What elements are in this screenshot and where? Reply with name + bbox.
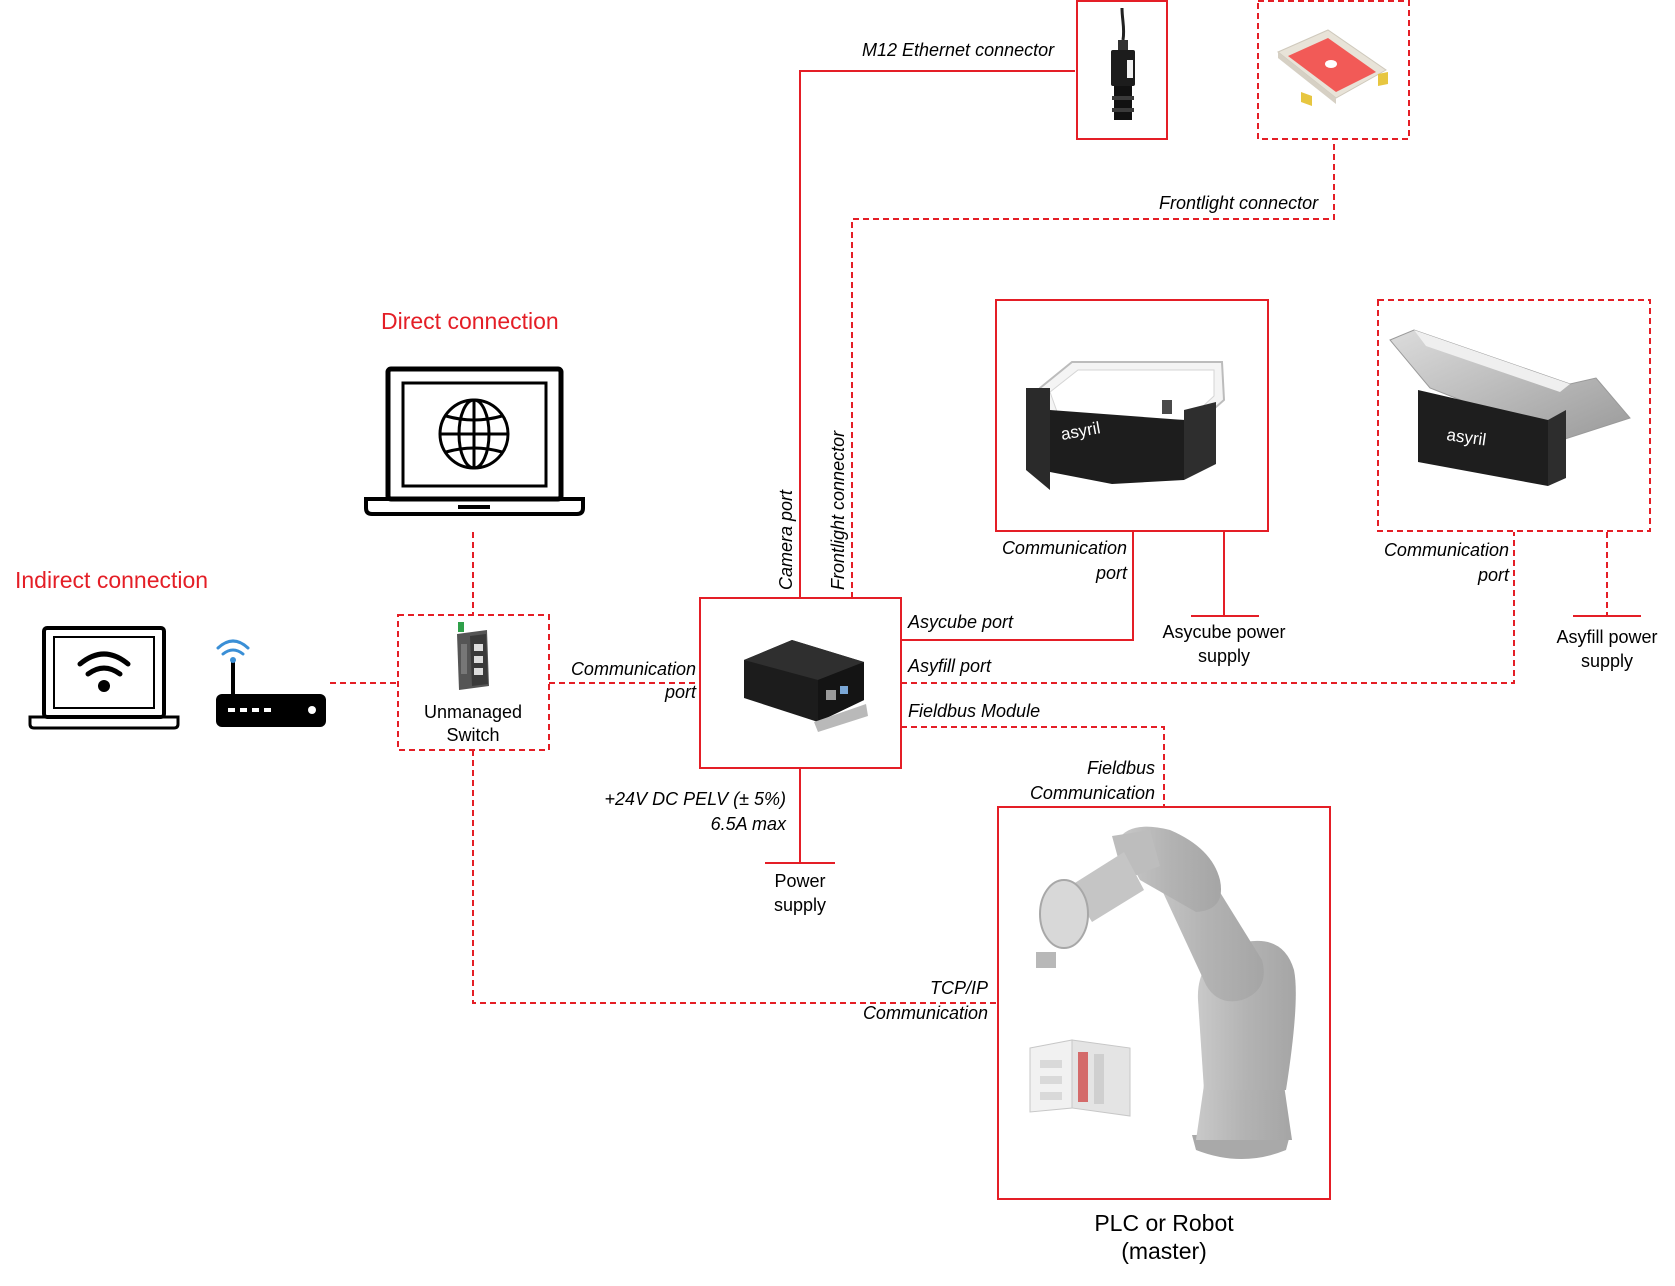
asycube-power-label-2: supply bbox=[1197, 646, 1251, 666]
asycube-line bbox=[901, 532, 1134, 641]
asycube-comm-port-label-1: Communication bbox=[1001, 538, 1127, 558]
frontlight-connector-vertical-label: Frontlight connector bbox=[828, 430, 848, 590]
asycube-port-label: Asycube port bbox=[908, 612, 1014, 632]
pelv-label-1: +24V DC PELV (± 5%) bbox=[604, 789, 786, 809]
plc-robot-label-2: (master) bbox=[1121, 1238, 1207, 1264]
fieldbus-comm-label-2: Communication bbox=[1029, 783, 1155, 803]
asycube-comm-port-label-2: port bbox=[1095, 563, 1127, 583]
fieldbus-module-label: Fieldbus Module bbox=[908, 701, 1041, 721]
fieldbus-comm-label-1: Fieldbus bbox=[1086, 758, 1155, 778]
robot-arm-icon bbox=[1036, 826, 1296, 1159]
connection-lines bbox=[330, 70, 1641, 1004]
camera-line bbox=[799, 70, 1075, 598]
device-boxes bbox=[397, 0, 1651, 1200]
tcpip-label-1: TCP/IP bbox=[929, 978, 988, 998]
switch-label-2: Switch bbox=[446, 725, 500, 745]
fieldbus-line bbox=[901, 726, 1165, 807]
tcpip-line bbox=[472, 750, 998, 1004]
asyfill-power-label-1: Asyfill power bbox=[1556, 627, 1658, 647]
frontlight-line bbox=[851, 140, 1335, 598]
power-supply-label-2: supply bbox=[773, 895, 827, 915]
controller-comm-port-label-2: port bbox=[664, 682, 696, 702]
frontlight-connector-label: Frontlight connector bbox=[1159, 193, 1319, 213]
indirect-connection-title: Indirect connection bbox=[15, 567, 209, 593]
laptop-globe-icon bbox=[364, 366, 585, 516]
pelv-label-2: 6.5A max bbox=[710, 814, 786, 834]
asycube-feeder-icon: asyril bbox=[1026, 361, 1226, 490]
power-supply-label-1: Power bbox=[774, 871, 826, 891]
asycube-power-label-1: Asycube power bbox=[1162, 622, 1286, 642]
asyfill-hopper-icon: asyril bbox=[1389, 329, 1631, 486]
camera-box bbox=[1076, 0, 1168, 140]
m12-connector-label: M12 Ethernet connector bbox=[862, 40, 1055, 60]
plc-module-icon bbox=[1029, 1039, 1131, 1117]
switch-label-1: Unmanaged bbox=[423, 702, 523, 722]
camera-icon bbox=[1111, 7, 1135, 120]
controller-box-icon bbox=[744, 640, 868, 732]
frontlight-box bbox=[1257, 0, 1410, 140]
asyfill-power-label-2: supply bbox=[1580, 651, 1634, 671]
wifi-router-icon bbox=[216, 639, 326, 727]
switch-box bbox=[397, 614, 550, 751]
asyfill-port-label: Asyfill port bbox=[908, 656, 992, 676]
tcpip-label-2: Communication bbox=[862, 1003, 988, 1023]
controller-box bbox=[699, 597, 902, 769]
controller-comm-port-label-1: Communication bbox=[570, 659, 696, 679]
asyfill-comm-port-label-1: Communication bbox=[1383, 540, 1509, 560]
asyfill-line bbox=[901, 532, 1515, 684]
plc-robot-label-1: PLC or Robot bbox=[1094, 1210, 1234, 1236]
camera-port-label: Camera port bbox=[776, 489, 796, 590]
direct-connection-title: Direct connection bbox=[381, 308, 559, 334]
frontlight-icon bbox=[1277, 29, 1388, 106]
asycube-box bbox=[995, 299, 1269, 532]
asyfill-comm-port-label-2: port bbox=[1477, 565, 1509, 585]
network-switch-icon bbox=[457, 622, 489, 690]
robot-box bbox=[997, 806, 1331, 1200]
asyfill-box bbox=[1377, 299, 1651, 532]
laptop-wifi-icon bbox=[28, 626, 180, 730]
